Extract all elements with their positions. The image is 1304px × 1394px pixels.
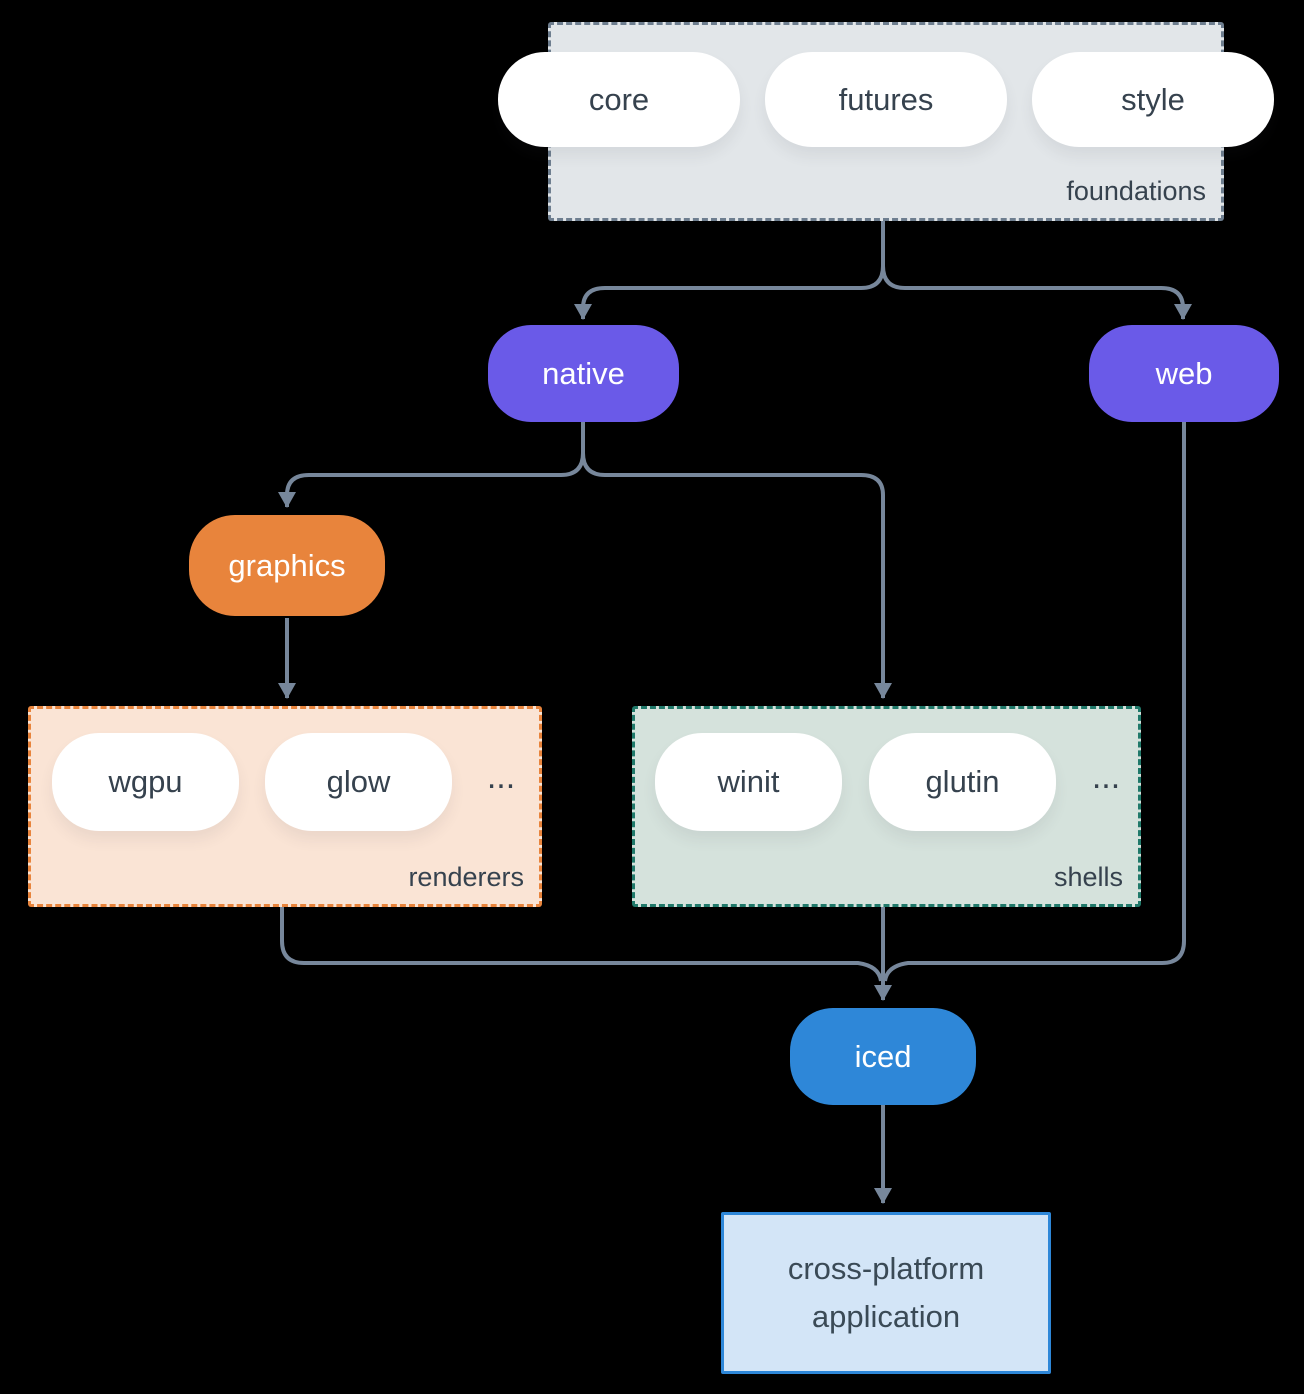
arrow-foundations-to-web	[881, 265, 1192, 320]
winit-pill: winit	[655, 733, 842, 831]
graphics-node: graphics	[189, 515, 385, 616]
web-node: web	[1089, 325, 1279, 422]
renderers-group: wgpu glow ... renderers	[28, 706, 542, 907]
futures-pill: futures	[765, 52, 1007, 147]
foundations-label: foundations	[1066, 176, 1206, 206]
arrow-foundations-to-native	[574, 216, 885, 320]
line-renderers-to-merge	[280, 902, 883, 982]
native-node: native	[488, 325, 679, 422]
line-web-to-merge	[883, 422, 1186, 982]
renderers-label: renderers	[408, 862, 524, 892]
glow-pill: glow	[265, 733, 452, 831]
application-node: cross-platform application	[721, 1212, 1051, 1374]
foundations-group: core futures style foundations	[498, 22, 1274, 221]
arrow-native-to-shells	[581, 452, 892, 699]
renderers-ellipsis: ...	[486, 757, 516, 796]
shells-label: shells	[1053, 862, 1123, 892]
application-line1: cross-platform	[787, 1251, 985, 1286]
application-line2: application	[811, 1299, 961, 1334]
glutin-pill: glutin	[869, 733, 1056, 831]
arrow-native-to-graphics	[278, 422, 585, 508]
wgpu-pill: wgpu	[52, 733, 239, 831]
shells-group: winit glutin ... shells	[632, 706, 1141, 907]
shells-ellipsis: ...	[1091, 757, 1121, 796]
iced-node: iced	[790, 1008, 976, 1105]
core-pill: core	[498, 52, 740, 147]
style-pill: style	[1032, 52, 1274, 147]
